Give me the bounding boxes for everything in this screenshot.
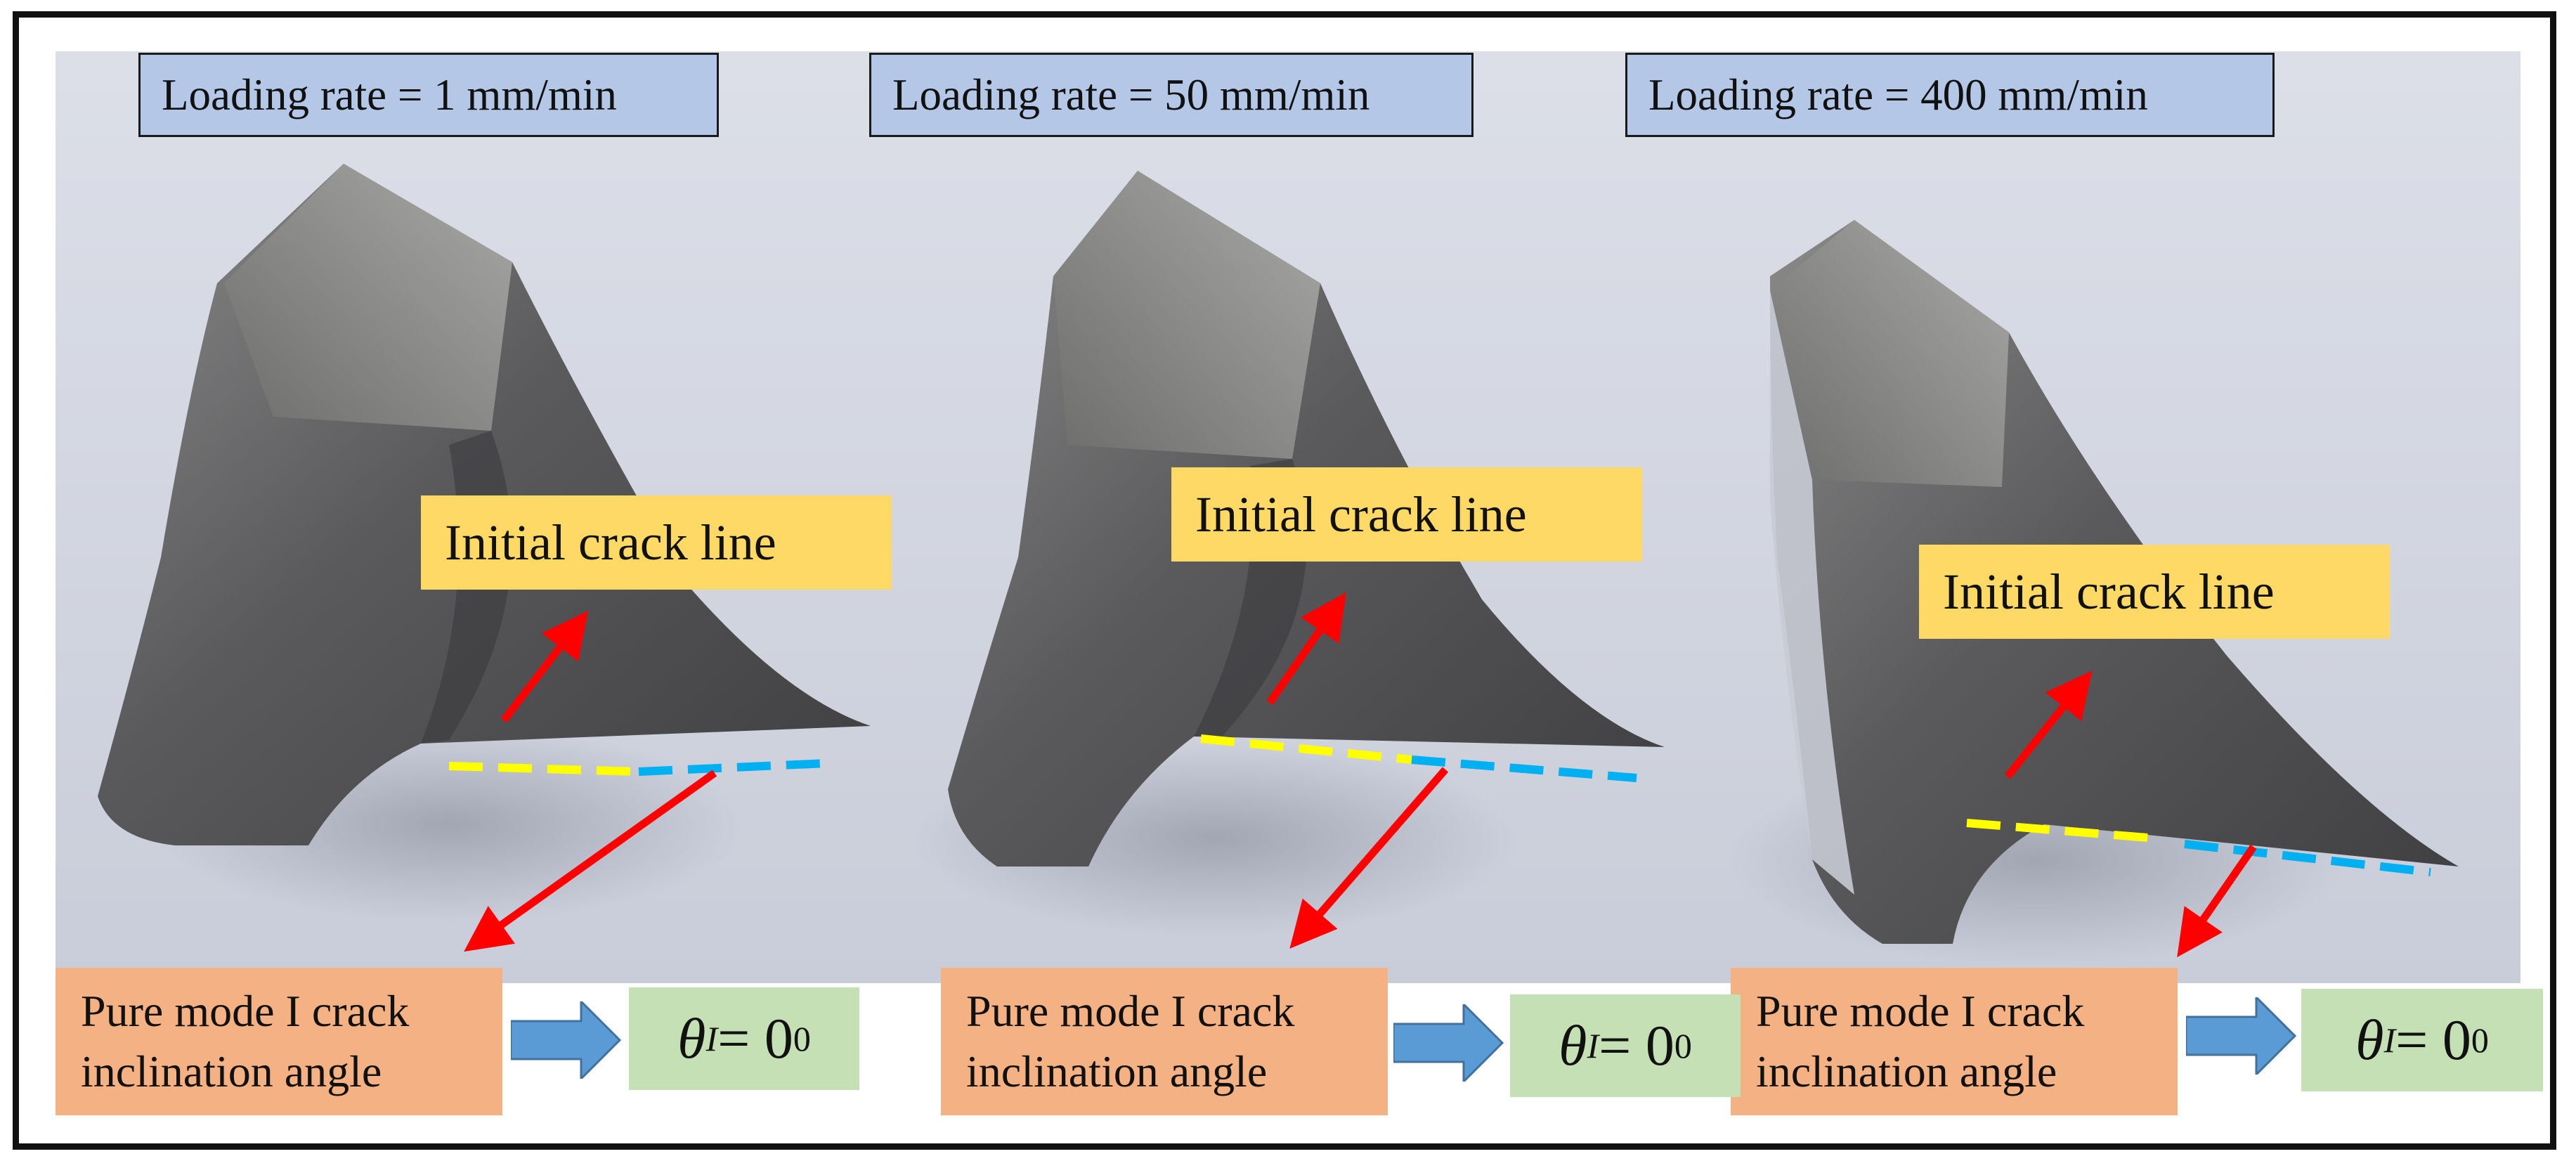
theta-superscript: 0 xyxy=(1674,1026,1692,1065)
red-arrow-icon xyxy=(1289,767,1449,949)
theta-subscript: I xyxy=(1587,1026,1599,1065)
mode-label-line2: inclination angle xyxy=(966,1046,1268,1096)
crack-lines xyxy=(448,734,2431,876)
red-arrow-icon xyxy=(2177,844,2257,958)
crack-line-label-1: Initial crack line xyxy=(421,495,892,590)
theta-subscript: I xyxy=(2383,1020,2396,1060)
mode-label-line2: inclination angle xyxy=(1756,1046,2057,1096)
blue-arrow-icon xyxy=(2186,997,2297,1075)
mode-label-3: Pure mode I crack inclination angle xyxy=(1731,968,2178,1115)
theta-subscript: I xyxy=(705,1019,718,1058)
red-arrow-icon xyxy=(500,610,589,723)
mode-label-line1: Pure mode I crack xyxy=(1756,986,2085,1036)
loading-rate-label-2: Loading rate = 50 mm/min xyxy=(869,53,1474,137)
mode-label-2: Pure mode I crack inclination angle xyxy=(941,968,1388,1115)
blue-arrow-icon xyxy=(511,1001,622,1079)
theta-value: = 0 xyxy=(2395,1008,2471,1072)
theta-value: = 0 xyxy=(1599,1013,1674,1077)
red-arrow-icon xyxy=(2004,670,2093,779)
mode-label-line1: Pure mode I crack xyxy=(81,986,410,1036)
crack-line-label-2: Initial crack line xyxy=(1171,467,1642,562)
loading-rate-label-1: Loading rate = 1 mm/min xyxy=(138,53,719,137)
mode-label-line1: Pure mode I crack xyxy=(966,986,1295,1036)
loading-rate-label-3: Loading rate = 400 mm/min xyxy=(1625,53,2275,137)
blue-arrow-icon xyxy=(1393,1004,1504,1082)
figure-frame: Loading rate = 1 mm/min Loading rate = 5… xyxy=(13,11,2556,1150)
pointer-arrows xyxy=(464,592,2257,958)
theta-superscript: 0 xyxy=(2471,1020,2489,1060)
theta-symbol: θ xyxy=(1559,1013,1587,1077)
red-arrow-icon xyxy=(464,770,717,952)
mode-label-1: Pure mode I crack inclination angle xyxy=(56,968,502,1115)
theta-superscript: 0 xyxy=(793,1019,811,1058)
theta-value: = 0 xyxy=(717,1006,793,1070)
theta-symbol: θ xyxy=(677,1006,706,1070)
mode-label-line2: inclination angle xyxy=(81,1046,382,1096)
red-arrow-icon xyxy=(1266,592,1346,706)
crack-line-label-3: Initial crack line xyxy=(1919,545,2390,639)
theta-symbol: θ xyxy=(2355,1008,2384,1072)
